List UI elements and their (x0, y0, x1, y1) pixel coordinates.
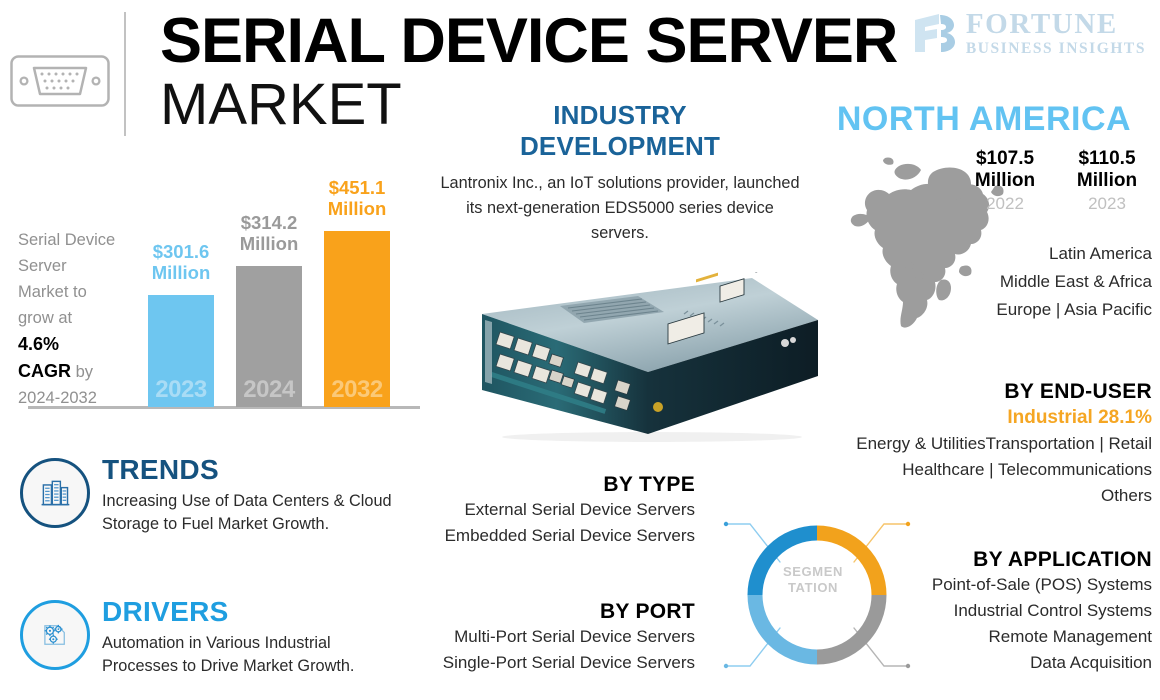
caption-line-1: Serial Device (18, 231, 116, 249)
by-end-user-item-1: Healthcare | Telecommunications (902, 460, 1152, 479)
segmentation-label-line-2: TATION (787, 580, 839, 595)
region-item-latin-america: Latin America (1049, 244, 1152, 263)
bar-2024 (236, 266, 302, 407)
industry-development-heading: INDUSTRY DEVELOPMENT (436, 100, 804, 162)
trends-text: Increasing Use of Data Centers & Cloud S… (102, 492, 392, 533)
by-end-user-lead-segment: Industrial 28.1% (1007, 407, 1152, 428)
region-unit-2023: Million (1076, 170, 1138, 191)
logo-brand-name: FORTUNE (965, 8, 1118, 40)
by-application-item-3: Data Acquisition (1030, 653, 1152, 672)
north-america-map-icon (845, 150, 1025, 340)
bar-value-label-2024: $314.2 Million (228, 212, 310, 254)
drivers-text: Automation in Various Industrial Process… (102, 634, 355, 675)
industry-heading-line-1: INDUSTRY (553, 100, 687, 130)
chart-caption: Serial Device Server Market to grow at 4… (18, 227, 128, 411)
region-value-row: $107.5 Million 2022 $110.5 Million 2023 (960, 148, 1152, 214)
region-amount-2022: $107.5 (975, 148, 1035, 169)
by-application-heading: BY APPLICATION (973, 548, 1152, 571)
industry-development-section: INDUSTRY DEVELOPMENT Lantronix Inc., an … (436, 100, 804, 246)
segmentation-center-label: SEGMEN TATION (763, 564, 863, 596)
region-value-2022: $107.5 Million 2022 (960, 148, 1050, 214)
logo-brand-tagline: BUSINESS INSIGHTS (965, 40, 1146, 57)
by-port-item-0: Multi-Port Serial Device Servers (454, 627, 695, 646)
by-port-section: BY PORT Multi-Port Serial Device Servers… (410, 600, 695, 676)
region-item-europe-apac: Europe | Asia Pacific (996, 300, 1152, 319)
automation-gears-icon (20, 600, 90, 670)
by-application-item-0: Point-of-Sale (POS) Systems (931, 575, 1152, 594)
caption-cagr-word: CAGR (18, 361, 71, 381)
by-end-user-item-2: Others (1100, 486, 1152, 505)
title-line-2: MARKET (160, 72, 402, 137)
by-type-heading: BY TYPE (603, 473, 695, 496)
title-divider (124, 12, 126, 136)
region-year-2022: 2022 (986, 194, 1024, 213)
segmentation-label-line-1: SEGMEN (783, 564, 843, 579)
trends-title: TRENDS (102, 454, 219, 485)
other-regions-list: Latin America Middle East & Africa Europ… (860, 240, 1152, 324)
by-application-item-1: Industrial Control Systems (953, 601, 1152, 620)
logo-wordmark: FORTUNE BUSINESS INSIGHTS (966, 10, 1146, 57)
bar-value-text-2032: $451.1 Million (327, 177, 387, 219)
region-item-mea: Middle East & Africa (999, 272, 1152, 291)
by-end-user-list: Energy & UtilitiesTransportation | Retai… (820, 431, 1152, 509)
industry-heading-line-2: DEVELOPMENT (519, 131, 721, 161)
bar-year-2032: 2032 (331, 376, 383, 403)
segmentation-donut-chart (712, 500, 922, 690)
by-port-item-1: Single-Port Serial Device Servers (442, 653, 695, 672)
by-end-user-item-0: Energy & UtilitiesTransportation | Retai… (856, 434, 1152, 453)
fortune-business-insights-logo: FORTUNE BUSINESS INSIGHTS (913, 10, 1146, 57)
region-value-2023: $110.5 Million 2023 (1062, 148, 1152, 214)
fb-logo-mark-icon (913, 12, 957, 54)
industry-development-body: Lantronix Inc., an IoT solutions provide… (440, 174, 800, 242)
serial-db9-connector-icon (10, 55, 110, 107)
by-application-list: Point-of-Sale (POS) Systems Industrial C… (820, 572, 1152, 676)
caption-cagr-value: 4.6% (18, 334, 60, 354)
drivers-title: DRIVERS (102, 596, 229, 627)
by-type-list: External Serial Device Servers Embedded … (410, 497, 695, 549)
data-center-buildings-icon (20, 458, 90, 528)
by-end-user-heading: BY END-USER (1004, 380, 1152, 403)
region-amount-2023: $110.5 (1078, 148, 1136, 169)
caption-line-4: grow at (18, 309, 73, 327)
bar-value-label-2023: $301.6 Million (140, 241, 222, 283)
device-product-photo (452, 234, 822, 442)
by-end-user-section: BY END-USER Industrial 28.1% Energy & Ut… (820, 380, 1152, 509)
region-unit-2022: Million (974, 170, 1036, 191)
by-application-section: BY APPLICATION Point-of-Sale (POS) Syste… (820, 548, 1152, 676)
bar-2032 (324, 231, 390, 407)
by-port-list: Multi-Port Serial Device Servers Single-… (410, 624, 695, 676)
bar-value-text-2023: $301.6 Million (151, 241, 211, 283)
by-application-item-2: Remote Management (988, 627, 1152, 646)
page-title: SERIAL DEVICE SERVER MARKET (160, 8, 920, 136)
bar-year-2023: 2023 (155, 376, 207, 403)
by-type-item-1: Embedded Serial Device Servers (444, 526, 695, 545)
caption-period: 2024-2032 (18, 389, 97, 407)
bar-value-label-2032: $451.1 Million (316, 177, 398, 219)
by-type-item-0: External Serial Device Servers (464, 500, 695, 519)
bar-2023 (148, 295, 214, 407)
caption-by: by (75, 363, 94, 381)
chart-baseline (28, 406, 420, 409)
market-size-bar-chart: Serial Device Server Market to grow at 4… (8, 175, 428, 425)
bar-year-2024: 2024 (243, 376, 295, 403)
by-port-heading: BY PORT (599, 600, 695, 623)
bar-value-text-2024: $314.2 Million (239, 212, 299, 254)
caption-line-2: Server (18, 257, 67, 275)
region-year-2023: 2023 (1088, 194, 1126, 213)
title-line-1: SERIAL DEVICE SERVER (160, 6, 898, 76)
caption-line-3: Market to (18, 283, 87, 301)
by-type-section: BY TYPE External Serial Device Servers E… (410, 473, 695, 549)
region-heading: NORTH AMERICA (836, 100, 1132, 138)
